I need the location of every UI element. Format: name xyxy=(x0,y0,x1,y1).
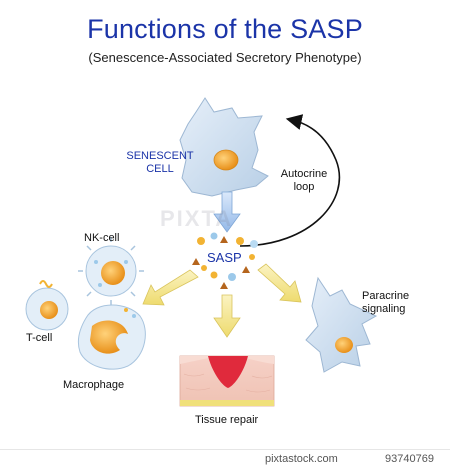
page-title: Functions of the SASP xyxy=(87,14,363,44)
macrophage-label: Macrophage xyxy=(63,379,125,391)
senescent-cell xyxy=(179,97,269,197)
nk-cell-label: NK-cell xyxy=(84,232,120,244)
arrow-to-tissue-repair xyxy=(213,294,241,338)
watermark: PIXTA xyxy=(160,206,234,231)
macrophage xyxy=(77,304,146,370)
arrow-to-immune-cells xyxy=(142,269,199,306)
autocrine-loop-arrow xyxy=(239,114,341,247)
sasp-particles xyxy=(192,232,258,289)
paracrine-cell xyxy=(305,276,378,373)
sasp-label: SASP xyxy=(207,250,242,265)
footer-site: pixtastock.com xyxy=(265,453,338,465)
tissue-repair-label: Tissue repair xyxy=(195,414,259,426)
tissue-repair-illustration xyxy=(179,355,275,407)
arrow-to-paracrine-cell xyxy=(257,263,302,303)
t-cell-label: T-cell xyxy=(26,332,53,344)
nk-cell xyxy=(78,237,144,305)
senescent-cell-label: SENESCENT CELL xyxy=(126,150,194,175)
t-cell xyxy=(25,280,69,331)
footer-bar xyxy=(0,449,450,470)
footer-image-id: 93740769 xyxy=(385,453,434,465)
secretion-arrow xyxy=(213,191,241,233)
paracrine-signaling-label: Paracrine signaling xyxy=(362,290,410,315)
page-subtitle: (Senescence-Associated Secretory Phenoty… xyxy=(88,50,362,65)
autocrine-loop-label: Autocrine loop xyxy=(280,168,328,193)
